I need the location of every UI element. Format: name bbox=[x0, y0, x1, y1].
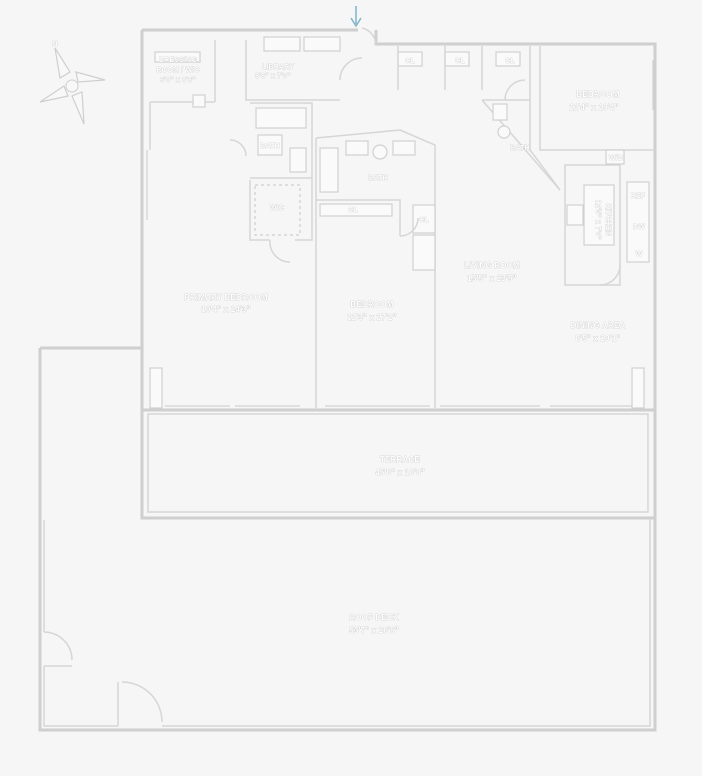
kitchen-label-group: KITCHEN 12'5" x 7'0" bbox=[594, 200, 612, 240]
fixture-labels: BATH BATH BATH WIC CL CL CL CL CL W/D DW… bbox=[260, 58, 646, 259]
bedroom-north-dims: 11'4" x 10'4" bbox=[569, 103, 618, 112]
interior-walls bbox=[149, 36, 655, 410]
terrace-name: TERRACE bbox=[380, 455, 421, 464]
room-labels: PRIMARY BEDROOM 10'4" x 24'3" BEDROOM 11… bbox=[156, 57, 626, 636]
terrace-outline bbox=[140, 410, 657, 520]
kitchen-name: KITCHEN bbox=[604, 204, 611, 237]
bedroom-north-name: BEDROOM bbox=[576, 90, 619, 99]
terrace-dims: 46'0" x 10'8" bbox=[375, 468, 425, 477]
windows bbox=[146, 60, 654, 409]
bath-label: BATH bbox=[260, 143, 280, 150]
roof-deck-name: ROOF DECK bbox=[349, 613, 399, 622]
w-label: W bbox=[636, 251, 643, 258]
doors bbox=[43, 27, 621, 723]
dining-area-dims: 8'5" x 10'1" bbox=[576, 334, 621, 343]
primary-bedroom-dims: 10'4" x 24'3" bbox=[201, 305, 251, 314]
roof-deck-outline bbox=[38, 346, 657, 732]
entry-arrow-icon bbox=[350, 6, 362, 28]
wic-label: WIC bbox=[270, 205, 284, 212]
closet-label-1: CL bbox=[348, 207, 358, 214]
dw-label: DW bbox=[633, 224, 645, 231]
living-room-dims: 15'5" x 23'5" bbox=[467, 274, 517, 283]
bath2-label: BATH bbox=[368, 175, 388, 182]
dressing-dims: 6'0" x 8'6" bbox=[160, 77, 196, 84]
living-room-name: LIVING ROOM bbox=[464, 261, 520, 270]
ref-label: REF bbox=[631, 193, 646, 200]
bath3-label: BATH bbox=[510, 145, 530, 152]
closet-label-4: CL bbox=[505, 58, 515, 65]
dressing-name: DRESSING bbox=[159, 57, 198, 64]
closet-label-3: CL bbox=[455, 58, 465, 65]
dining-area-name: DINING AREA bbox=[571, 321, 626, 330]
library-name: LIBRARY bbox=[262, 64, 294, 71]
library-dims: 8'8" x 7'0" bbox=[255, 73, 291, 80]
bedroom-name: BEDROOM bbox=[350, 300, 393, 309]
kitchen-dims: 12'5" x 7'0" bbox=[594, 200, 601, 240]
roof-deck-dims: 53'7" x 26'6" bbox=[349, 626, 399, 635]
wd-label: W/D bbox=[609, 155, 623, 162]
primary-bedroom-name: PRIMARY BEDROOM bbox=[184, 293, 268, 302]
dressing-name-2: ROOM / WIC bbox=[156, 67, 199, 74]
compass-rose-icon: N bbox=[39, 41, 106, 125]
closet-label-5: CL bbox=[419, 217, 429, 224]
bedroom-dims: 11'3" x 17'2" bbox=[347, 313, 396, 322]
compass-north-label: N bbox=[52, 41, 57, 48]
closet-label-2: CL bbox=[405, 58, 415, 65]
